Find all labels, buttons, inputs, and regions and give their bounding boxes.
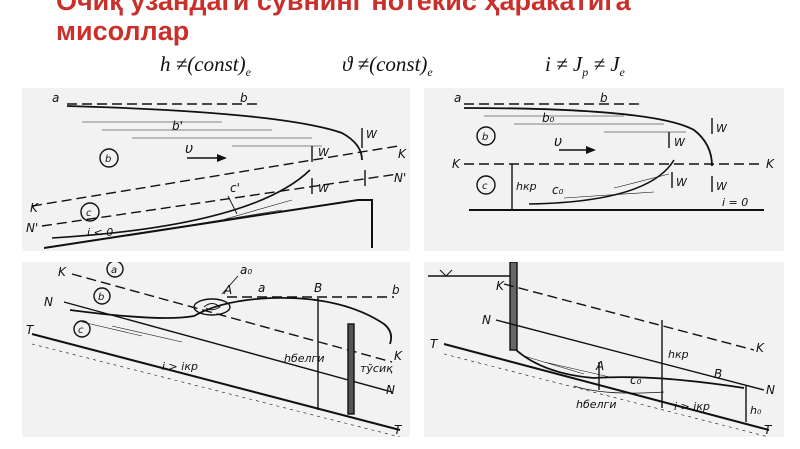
label-b-prime: b': [172, 119, 183, 133]
critical-line-k: [31, 145, 399, 207]
panel-1-drawing: a b b' b υ W W W K K N' N' c c' i < 0: [26, 91, 407, 249]
label-k-right: K: [398, 147, 407, 161]
channel-bed: [43, 199, 373, 249]
label-w1: W: [674, 136, 686, 149]
label-k: K: [496, 279, 505, 293]
label-w4: W: [716, 180, 728, 193]
label-zone-b: b: [98, 292, 104, 303]
normal-line-n: [41, 173, 399, 227]
label-a: a: [258, 281, 265, 295]
label-k-right: K: [756, 341, 765, 355]
free-surface: [69, 296, 393, 345]
formula-slope: i ≠ Jp ≠ Je: [545, 52, 625, 80]
label-tusiq: тўсиқ: [360, 362, 393, 375]
label-n-right: N: [766, 383, 775, 397]
label-k: K: [58, 265, 67, 279]
label-t-right: T: [764, 423, 773, 437]
zone-c-circle: [476, 175, 496, 195]
label-b: b: [600, 91, 608, 105]
diagram-panel-1: a b b' b υ W W W K K N' N' c c' i < 0: [22, 88, 410, 251]
free-surface-b: [66, 105, 363, 161]
title-line-2: мисоллар: [56, 16, 190, 46]
label-n: N: [44, 295, 53, 309]
panel-3-drawing: K K a a₀ N N b A a B b c T T i > iкр hбе…: [26, 262, 403, 437]
label-c0: c₀: [552, 183, 564, 197]
label-w2: W: [318, 146, 330, 159]
zone-b-circle: [476, 126, 496, 146]
label-zone-a: a: [111, 265, 117, 276]
panel-4-drawing: K K N N T T hкр A c₀ B hбелги i > iкр h₀: [428, 262, 775, 437]
label-point-a: A: [595, 359, 604, 373]
page-title: Очиқ узандаги сувнинг нотекис ҳаракатига…: [56, 0, 631, 46]
label-n: N: [482, 313, 491, 327]
panel-2-drawing: a b b₀ b υ W W W W K K c hкр c₀ i = 0: [452, 91, 775, 211]
free-surface-c: [51, 169, 311, 239]
label-zone-c: c: [482, 181, 488, 192]
formula-velocity: ϑ ≠(const)e: [342, 52, 433, 80]
title-line-1: Очиқ узандаги сувнинг нотекис ҳаракатига: [56, 0, 631, 16]
label-c0: c₀: [630, 373, 642, 387]
label-zone-c: c: [78, 325, 84, 336]
normal-line-n: [63, 301, 393, 393]
label-hvalley: hбелги: [576, 398, 616, 411]
label-a: a: [454, 91, 461, 105]
normal-line-n: [495, 319, 765, 391]
label-point-b: B: [314, 281, 322, 295]
label-b0: b₀: [542, 111, 555, 125]
zone-b-circle: [93, 287, 111, 305]
zone-a-circle: [106, 262, 124, 278]
barrier-wall: [347, 323, 355, 415]
label-w1: W: [366, 128, 378, 141]
label-w2: W: [716, 122, 728, 135]
label-velocity: υ: [185, 141, 193, 157]
sluice-gate: [509, 262, 518, 351]
label-point-b: B: [714, 367, 722, 381]
label-zone-b: b: [482, 132, 488, 143]
label-zone-b: b: [105, 154, 111, 165]
formula-depth: h ≠(const)e: [160, 52, 251, 80]
zone-c-circle: [80, 202, 100, 222]
label-n-left: N': [26, 221, 38, 235]
label-slope: i > iкр: [162, 360, 198, 373]
diagram-panel-2: a b b₀ b υ W W W W K K c hкр c₀ i = 0: [424, 88, 784, 251]
zone-c-circle: [73, 320, 91, 338]
label-hkp: hкр: [516, 180, 537, 193]
free-surface-b: [463, 107, 713, 167]
zone-b-circle: [99, 148, 119, 168]
critical-line-k: [71, 273, 393, 363]
diagram-panel-4: K K N N T T hкр A c₀ B hбелги i > iкр h₀: [424, 262, 784, 437]
label-slope: i = 0: [722, 196, 748, 209]
label-w3: W: [676, 176, 688, 189]
water-level-icon: [439, 269, 453, 277]
critical-line-k: [503, 283, 755, 351]
label-n-right: N: [386, 383, 395, 397]
label-k-left: K: [30, 201, 39, 215]
label-n-right: N': [394, 171, 406, 185]
label-b: b: [392, 283, 400, 297]
label-b: b: [240, 91, 248, 105]
label-hkp: hкр: [668, 348, 689, 361]
label-velocity: υ: [554, 134, 562, 150]
label-c-prime: c': [230, 181, 240, 195]
label-slope: i < 0: [87, 226, 113, 239]
label-a: a: [52, 91, 59, 105]
channel-bed: [443, 343, 770, 431]
label-slope: i > iкр: [674, 400, 710, 413]
label-zone-c: c: [86, 208, 92, 219]
label-hvalley: hбелги: [284, 352, 324, 365]
label-t: T: [430, 337, 439, 351]
channel-bed: [31, 333, 401, 431]
hydraulic-jump-roller: [193, 298, 231, 316]
label-w3: W: [318, 182, 330, 195]
label-t-right: T: [394, 423, 403, 437]
diagram-panel-3: K K a a₀ N N b A a B b c T T i > iкр hбе…: [22, 262, 410, 437]
label-h0: h₀: [750, 404, 762, 417]
label-point-a: A: [223, 283, 232, 297]
label-k-left: K: [452, 157, 461, 171]
label-k-right: K: [394, 349, 403, 363]
label-a0: a₀: [240, 263, 252, 277]
label-k-right: K: [766, 157, 775, 171]
label-t-left: T: [26, 323, 35, 337]
free-surface-c: [528, 159, 675, 205]
